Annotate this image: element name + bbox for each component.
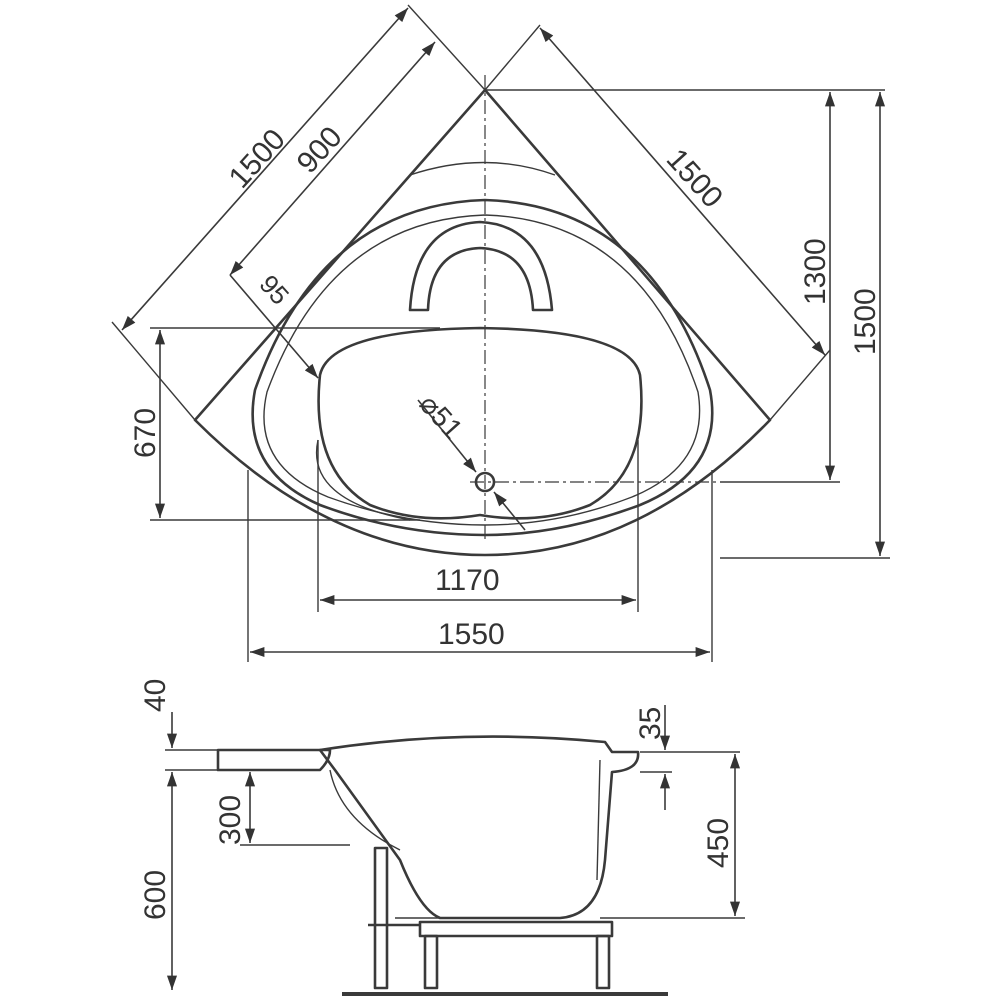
dim-overall-width: 1550 [438,618,505,651]
top-view: 1500 900 95 1500 1300 1500 670 ⌀51 1170 … [111,4,890,662]
outer-rim [193,88,772,557]
dim-height-inner: 1300 [799,238,832,305]
dim-height-outer: 1500 [849,288,882,355]
dim-diag-left-outer: 1500 [223,123,292,195]
dim-rim-offset: 95 [254,269,296,311]
frame [418,920,614,938]
dim-depth-left: 670 [129,408,162,458]
side-view: 40 35 300 600 450 [139,679,745,996]
basin-inner [315,439,411,521]
dim-basin-depth: 450 [702,818,735,868]
dim-seat-height: 300 [214,795,247,845]
dim-drain: ⌀51 [414,388,469,444]
dim-rim-thickness: 40 [139,679,172,712]
top-seat [409,161,556,176]
headrest [408,220,554,312]
dim-right-rim: 35 [634,707,667,740]
basin [317,326,643,520]
dim-basin-width: 1170 [435,564,500,597]
dim-overall-height: 600 [139,870,172,920]
tub-body [318,735,640,920]
legs [368,846,611,990]
left-deck [216,748,332,772]
